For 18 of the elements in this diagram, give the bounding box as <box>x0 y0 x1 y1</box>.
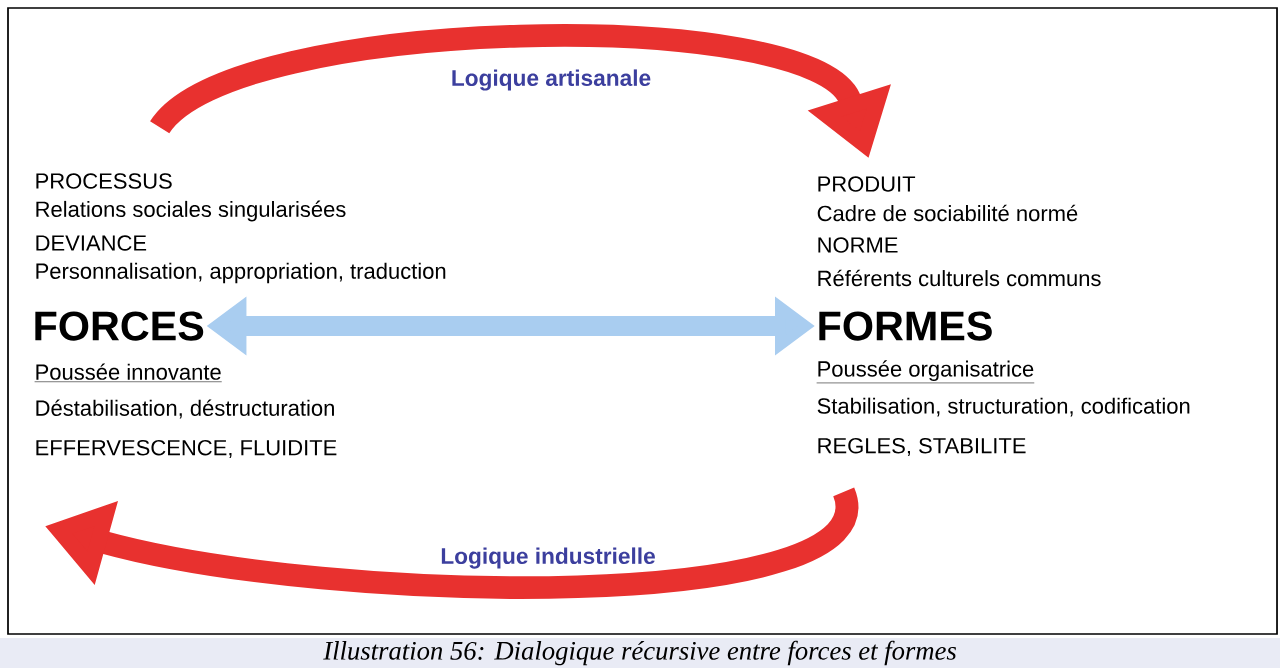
text-line: PRODUIT <box>818 176 916 192</box>
heading: FORMES <box>819 311 992 341</box>
text-line: DEVIANCE <box>36 235 147 251</box>
text-line: EFFERVESCENCE, FLUIDITE <box>36 439 337 459</box>
edge-label: Logique artisanale <box>449 68 653 92</box>
heading: FORCES <box>35 311 204 341</box>
text-line: Déstabilisation, déstructuration <box>36 399 334 419</box>
text-line: Poussée organisatrice <box>816 360 1035 384</box>
text-line: Stabilisation, structuration, codification <box>817 397 1190 417</box>
caption: Illustration 56: Dialogique récursive entre forces et formes <box>0 638 1280 668</box>
text-line: Relations sociales singularisées <box>36 200 346 222</box>
text-line: REGLES, STABILITE <box>818 437 1026 457</box>
text-line: Personnalisation, appropriation, traduction <box>36 262 446 284</box>
text-line: Cadre de sociabilité normé <box>817 204 1078 222</box>
text-line: NORME <box>818 237 898 253</box>
text-line: Référents culturels communs <box>818 269 1101 287</box>
text-line: PROCESSUS <box>36 173 172 189</box>
text-line: Poussée innovante <box>34 363 222 382</box>
